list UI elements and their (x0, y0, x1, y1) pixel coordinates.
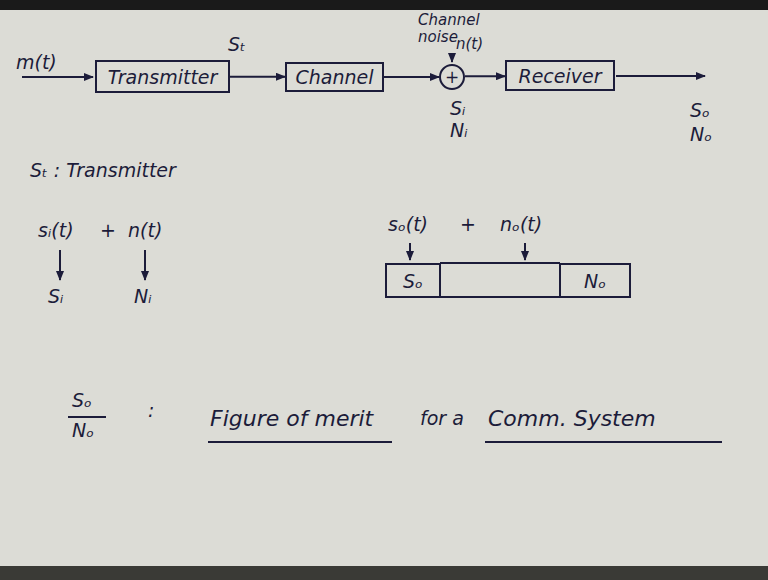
signal-arrow (465, 75, 505, 77)
underline (208, 441, 392, 443)
node-text: Transmitter (102, 66, 224, 88)
fraction-bar (68, 416, 106, 418)
receiver-box: Receiver (505, 60, 615, 91)
down-arrow (144, 250, 146, 280)
signal-name: Sₒ (72, 390, 92, 412)
bar-cell: Sₒ (385, 263, 441, 298)
note: Figure of merit (210, 406, 373, 431)
underline (485, 441, 722, 443)
bar-cell: Nₒ (559, 263, 631, 298)
note: Sₜ : Transmitter (30, 160, 176, 182)
bar-edge (440, 262, 560, 264)
noise-arrow (451, 56, 453, 62)
output-arrow (616, 75, 705, 77)
operator: + (100, 220, 116, 242)
signal-name: Nᵢ (450, 120, 468, 142)
channel-box: Channel (285, 62, 384, 92)
operator: + (460, 214, 476, 236)
node-text: Sₒ (397, 270, 429, 292)
node-text: Channel (289, 66, 379, 88)
node-text: Nₒ (578, 270, 612, 292)
signal-name: Sₒ (690, 100, 710, 122)
signal-name: m(t) (16, 52, 57, 74)
down-arrow (409, 243, 411, 260)
summer-circle: + (439, 64, 465, 90)
down-arrow (524, 243, 526, 260)
signal-name: Nₒ (690, 124, 712, 146)
node-text: + (445, 67, 459, 87)
signal-name: sᵢ(t) (38, 220, 74, 242)
signal-name: Nₒ (72, 420, 94, 442)
top-band (0, 0, 768, 10)
note: for a (420, 408, 464, 430)
input-arrow (22, 76, 93, 78)
signal-name: Sᵢ (450, 98, 465, 120)
signal-arrow (384, 76, 439, 78)
signal-name: sₒ(t) (388, 214, 428, 236)
node-text: Receiver (512, 65, 607, 87)
note: Comm. System (488, 406, 656, 431)
down-arrow (59, 250, 61, 280)
transmitter-box: Transmitter (95, 60, 230, 93)
bottom-band (0, 566, 768, 580)
signal-name: n(t) (456, 36, 483, 53)
signal-name: Nᵢ (134, 286, 152, 308)
signal-name: n(t) (128, 220, 162, 242)
bar-edge (440, 296, 560, 298)
signal-name: Sᵢ (48, 286, 63, 308)
separator: : (148, 400, 154, 422)
signal-name: Sₜ (228, 34, 246, 56)
signal-arrow (230, 76, 285, 78)
signal-name: nₒ(t) (500, 214, 542, 236)
